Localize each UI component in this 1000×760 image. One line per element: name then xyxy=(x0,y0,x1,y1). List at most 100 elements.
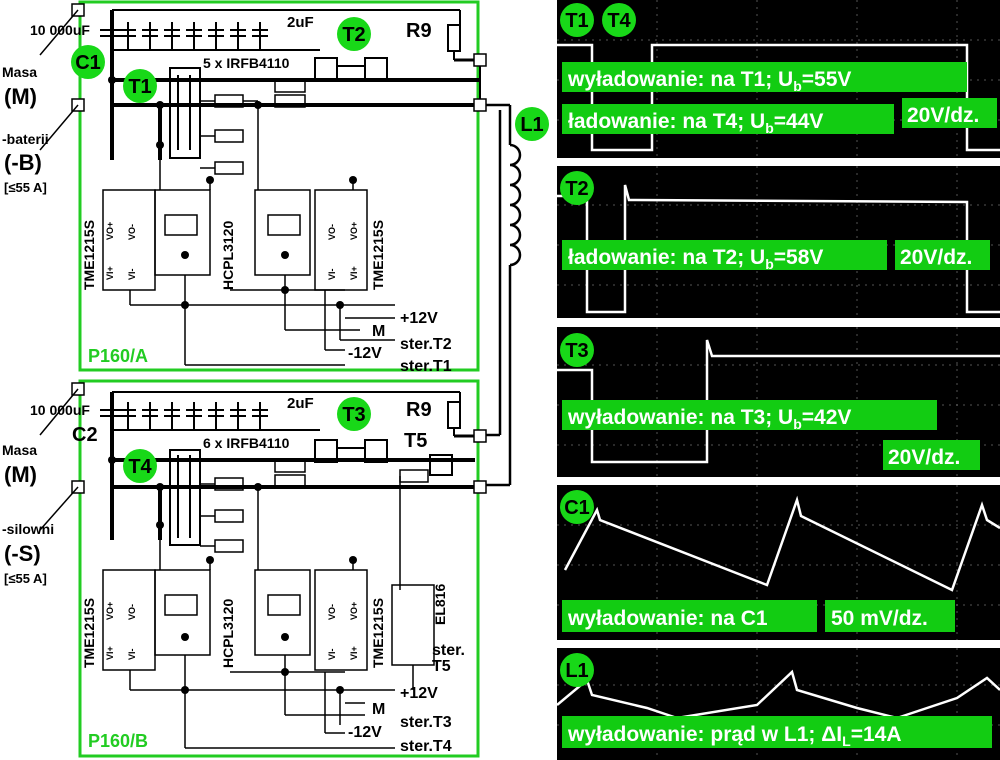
scope-panel-2: T2 ładowanie: na T2; Ub=58V 20V/dz. xyxy=(557,166,1000,318)
label-bg xyxy=(562,600,817,632)
board-name-a: P160/A xyxy=(88,346,148,366)
mosfets-label-b: 6 x IRFB4110 xyxy=(203,435,290,451)
board-name-b: P160/B xyxy=(88,731,148,751)
pin-label: VO- xyxy=(327,224,337,240)
rail-label: M xyxy=(372,701,385,718)
scope-panel-1: T1 T4 wyładowanie: na T1; Ub=55V ładowan… xyxy=(557,0,1000,158)
inductor-l1 xyxy=(486,103,522,487)
scope-trace xyxy=(557,339,1000,464)
mosfets-label-a: 5 x IRFB4110 xyxy=(203,55,290,71)
board-b-nodes xyxy=(108,456,357,694)
tag-c1 xyxy=(560,490,594,524)
ground-short-b: (M) xyxy=(4,462,37,487)
input-short-b: (-S) xyxy=(4,541,41,566)
pin-label: VI+ xyxy=(349,266,359,280)
tag-t1 xyxy=(123,69,157,103)
label-bg xyxy=(562,240,887,270)
dcdc-left-b: TME1215S xyxy=(81,598,97,668)
cap-big-label-b: 10 000uF xyxy=(30,402,90,418)
rail-label: +12V xyxy=(400,310,438,327)
schematic-tags: C1 T1 T2 L1 T3 T4 xyxy=(71,17,549,483)
current-label-a: [≤55 A] xyxy=(4,180,47,195)
pin-label: VI+ xyxy=(105,266,115,280)
board-a-nodes xyxy=(108,76,357,309)
tag-l1-text: L1 xyxy=(520,114,543,136)
oscilloscope-panels: T1 T4 wyładowanie: na T1; Ub=55V ładowan… xyxy=(557,0,1000,760)
scale-label: 20V/dz. xyxy=(888,446,960,469)
tag-text: C1 xyxy=(564,497,590,519)
scale-label: 20V/dz. xyxy=(907,104,979,127)
dcdc-pins-b: VO+ VO- VI- VI+ VO- VO+ VI- VI+ xyxy=(105,602,359,660)
pin-label: VI- xyxy=(127,648,137,660)
rail-label: M xyxy=(372,323,385,340)
dcdc-right-a: TME1215S xyxy=(370,220,386,290)
resistor-label-a: R9 xyxy=(406,20,432,42)
pin-label: VO+ xyxy=(349,222,359,240)
tag-t1 xyxy=(560,3,594,37)
circuit-schematic: 10 000uF 2uF 5 x IRFB4110 R9 Masa (M) -b… xyxy=(2,0,549,758)
scale-bg xyxy=(895,240,990,270)
pin-label: VI+ xyxy=(105,646,115,660)
tag-l1 xyxy=(560,653,594,687)
tag-text: T2 xyxy=(565,178,588,200)
tag-c1-text: C1 xyxy=(75,52,101,74)
pin-label: VO- xyxy=(127,224,137,240)
scope-trace xyxy=(563,495,1000,592)
scope-trace xyxy=(557,669,1000,720)
tag-t3-text: T3 xyxy=(342,404,365,426)
tag-t4-text: T4 xyxy=(128,456,152,478)
label-bg xyxy=(562,400,937,430)
tag-c1 xyxy=(71,45,105,79)
scale-label: 20V/dz. xyxy=(900,246,972,269)
pin-label: VI+ xyxy=(349,646,359,660)
tag-t3 xyxy=(337,397,371,431)
scale-bg xyxy=(902,98,997,128)
pin-label: VI- xyxy=(327,268,337,280)
opto-label-b: EL816 xyxy=(432,584,448,625)
tag-l1 xyxy=(515,107,549,141)
rail-label: ster.T3 xyxy=(400,714,452,731)
pin-label: VO+ xyxy=(105,602,115,620)
ground-label-b: Masa xyxy=(2,442,37,458)
input-short-a: (-B) xyxy=(4,150,42,175)
label-bg xyxy=(562,62,967,92)
dcdc-pins-a: VO+ VO- VI- VI+ VO- VO+ VI- VI+ xyxy=(105,222,359,280)
opto-ctrl-1: ster. xyxy=(432,642,465,659)
scope-grid xyxy=(557,485,1000,640)
board-a-wiring xyxy=(39,3,487,366)
driver-a: HCPL3120 xyxy=(220,221,236,290)
tag-t2-text: T2 xyxy=(342,24,365,46)
tag-text: L1 xyxy=(565,660,588,682)
tag-text: T4 xyxy=(607,10,631,32)
rail-label: +12V xyxy=(400,685,438,702)
pin-label: VO- xyxy=(327,604,337,620)
label-bg xyxy=(562,716,992,748)
board-b-wiring xyxy=(39,382,487,749)
tag-t2 xyxy=(337,17,371,51)
rail-label: -12V xyxy=(348,724,382,741)
scope-panel-3: T3 wyładowanie: na T3; Ub=42V 20V/dz. xyxy=(557,327,1000,477)
pin-label: VI- xyxy=(327,648,337,660)
rail-label: ster.T1 xyxy=(400,358,452,375)
pin-label: VO- xyxy=(127,604,137,620)
board-b-outline xyxy=(78,379,480,758)
ground-label-a: Masa xyxy=(2,64,37,80)
resistor-label-b: R9 xyxy=(406,399,432,421)
tag-t1-text: T1 xyxy=(128,76,151,98)
scope-label: wyładowanie: prąd w L1; ΔIL=14A xyxy=(567,723,902,749)
scope-label: wyładowanie: na T3; Ub=42V xyxy=(567,406,851,432)
cap-small-label-b: 2uF xyxy=(287,395,314,412)
fet-extra-label-b: T5 xyxy=(404,430,427,452)
scope-grid xyxy=(557,166,1000,318)
tag-text: T3 xyxy=(565,340,588,362)
ground-short-a: (M) xyxy=(4,84,37,109)
cap-tag-b: C2 xyxy=(72,424,98,446)
tag-t2 xyxy=(560,171,594,205)
opto-ctrl-2: T5 xyxy=(432,658,451,675)
label-bg xyxy=(562,104,894,134)
scope-label: wyładowanie: na T1; Ub=55V xyxy=(567,68,851,94)
tag-t4 xyxy=(602,3,636,37)
input-label-a: -baterii xyxy=(2,131,49,147)
rail-label: -12V xyxy=(348,345,382,362)
rail-label: ster.T4 xyxy=(400,738,452,755)
